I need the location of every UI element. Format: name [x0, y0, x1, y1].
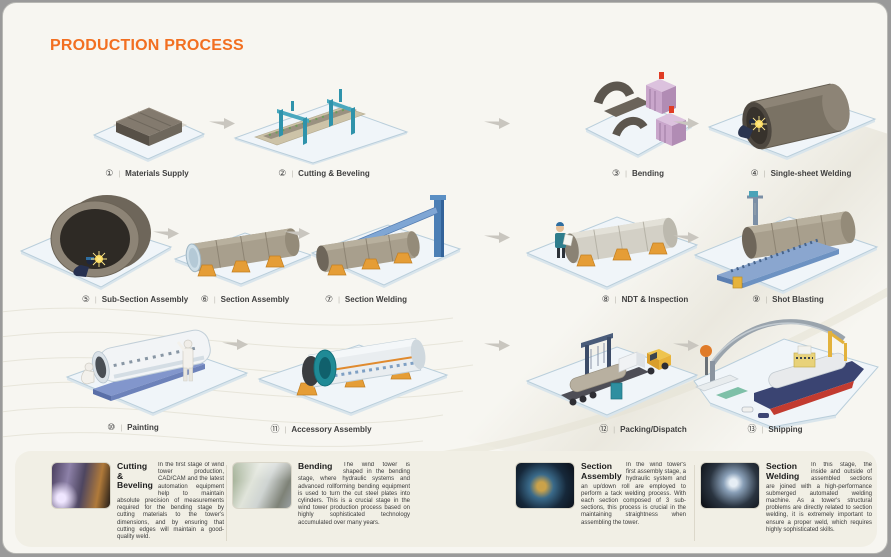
- illustration-section-welding: [306, 193, 468, 291]
- step-label-shot-blasting: ⑨|Shot Blasting: [752, 294, 824, 304]
- single-sheet-welding-isometric-icon: [707, 83, 877, 160]
- step-label-cutting-beveling: ②|Cutting & Beveling: [278, 168, 370, 178]
- flow-arrow-icon: [209, 116, 235, 129]
- section-welding-isometric-icon: [310, 195, 462, 288]
- illustration-packing-dispatch: [519, 319, 705, 421]
- flow-arrow-icon: [673, 116, 699, 129]
- info-block-content: Section Welding In this stage, the insid…: [766, 462, 872, 534]
- sub-section-assembly-isometric-icon: [19, 195, 173, 290]
- flow-arrow-icon: [484, 230, 510, 243]
- illustration-shot-blasting: [689, 189, 885, 301]
- cutting-beveling-isometric-icon: [233, 89, 409, 165]
- info-block-content: Cutting & Beveling In the first stage of…: [117, 462, 224, 541]
- info-block-section-assembly: Section Assembly In the wind tower's fir…: [515, 462, 686, 527]
- flow-arrow-icon: [484, 116, 510, 129]
- cutting-beveling-photo: [51, 462, 111, 509]
- ndt-inspection-isometric-icon: [525, 216, 699, 290]
- illustration-materials-supply: [86, 83, 213, 163]
- flow-arrow-icon: [222, 337, 248, 350]
- shot-blasting-isometric-icon: [693, 191, 879, 294]
- accessory-assembly-isometric-icon: [257, 337, 449, 416]
- shipping-isometric-icon: [693, 319, 879, 430]
- section-assembly-photo: [515, 462, 575, 509]
- page-title: PRODUCTION PROCESS: [50, 37, 244, 54]
- step-label-shipping: ⑬|Shipping: [747, 424, 803, 434]
- info-block-title: Bending: [298, 462, 333, 471]
- flow-arrow-icon: [673, 338, 699, 351]
- section-assembly-isometric-icon: [173, 228, 313, 287]
- step-label-single-sheet-welding: ④|Single-sheet Welding: [750, 168, 852, 178]
- info-strip-divider: [226, 465, 227, 541]
- info-block-text: In the first stage of wind tower product…: [117, 462, 224, 540]
- info-block-text: In this stage, the inside and outside of…: [766, 462, 872, 533]
- section-welding-photo: [700, 462, 760, 509]
- info-block-title: Section Welding: [766, 462, 800, 481]
- illustration-single-sheet-welding: [699, 67, 885, 165]
- flow-arrow-icon: [484, 338, 510, 351]
- step-label-packing-dispatch: ⑫|Packing/Dispatch: [599, 424, 687, 434]
- info-block-text: In the wind tower's first assembly stage…: [581, 462, 686, 526]
- info-block-title: Cutting & Beveling: [117, 462, 153, 491]
- flow-arrow-icon: [153, 226, 179, 239]
- step-label-section-assembly: ⑥|Section Assembly: [200, 294, 290, 304]
- step-label-sub-section-assembly: ⑤|Sub-Section Assembly: [81, 294, 189, 304]
- illustration-painting: [59, 313, 255, 419]
- illustration-sub-section-assembly: [17, 189, 179, 291]
- illustration-ndt-inspection: [519, 191, 705, 293]
- step-label-accessory-assembly: ⑪|Accessory Assembly: [270, 424, 372, 434]
- packing-dispatch-isometric-icon: [525, 333, 699, 418]
- painting-isometric-icon: [65, 329, 249, 416]
- flow-arrow-icon: [673, 230, 699, 243]
- info-block-cutting-beveling: Cutting & Beveling In the first stage of…: [51, 462, 224, 541]
- bending-photo: [232, 462, 292, 509]
- info-strip-divider: [694, 465, 695, 541]
- illustration-shipping: [686, 301, 887, 431]
- step-label-ndt-inspection: ⑧|NDT & Inspection: [601, 294, 689, 304]
- info-block-bending: Bending The wind tower is shaped in the …: [232, 462, 410, 527]
- illustration-section-assembly: [171, 211, 317, 289]
- step-label-section-welding: ⑦|Section Welding: [325, 294, 407, 304]
- materials-supply-isometric-icon: [92, 107, 206, 162]
- info-block-section-welding: Section Welding In this stage, the insid…: [700, 462, 872, 534]
- illustration-cutting-beveling: [231, 87, 413, 165]
- info-block-title: Section Assembly: [581, 462, 622, 481]
- step-label-bending: ③|Bending: [612, 168, 664, 178]
- step-label-materials-supply: ①|Materials Supply: [105, 168, 189, 178]
- illustration-accessory-assembly: [253, 319, 455, 419]
- step-label-painting: ⑩|Painting: [107, 422, 159, 432]
- info-block-text: The wind tower is shaped in the bending …: [298, 462, 410, 526]
- flow-arrow-icon: [284, 226, 310, 239]
- info-block-content: Bending The wind tower is shaped in the …: [298, 462, 410, 527]
- info-block-content: Section Assembly In the wind tower's fir…: [581, 462, 686, 527]
